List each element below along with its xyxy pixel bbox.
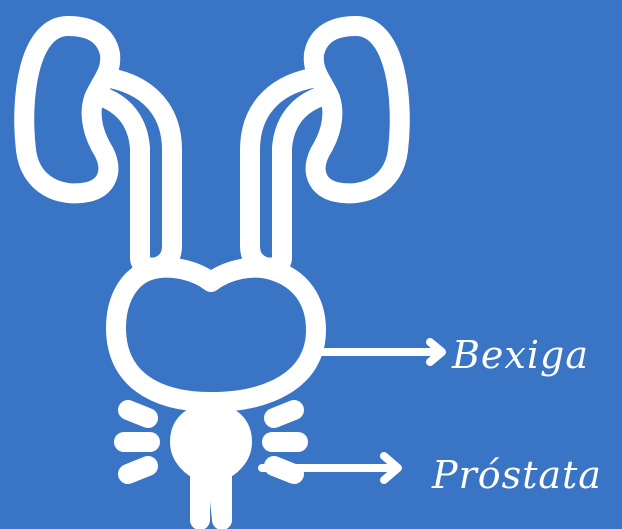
prostate-label: Próstata xyxy=(432,456,602,494)
bladder-pointer-arrow xyxy=(314,342,442,362)
left-kidney-icon xyxy=(24,26,110,193)
right-kidney-icon xyxy=(314,26,400,193)
left-emphasis-marks xyxy=(124,410,150,474)
bladder-label: Bexiga xyxy=(452,336,589,374)
bladder-icon xyxy=(116,268,316,402)
